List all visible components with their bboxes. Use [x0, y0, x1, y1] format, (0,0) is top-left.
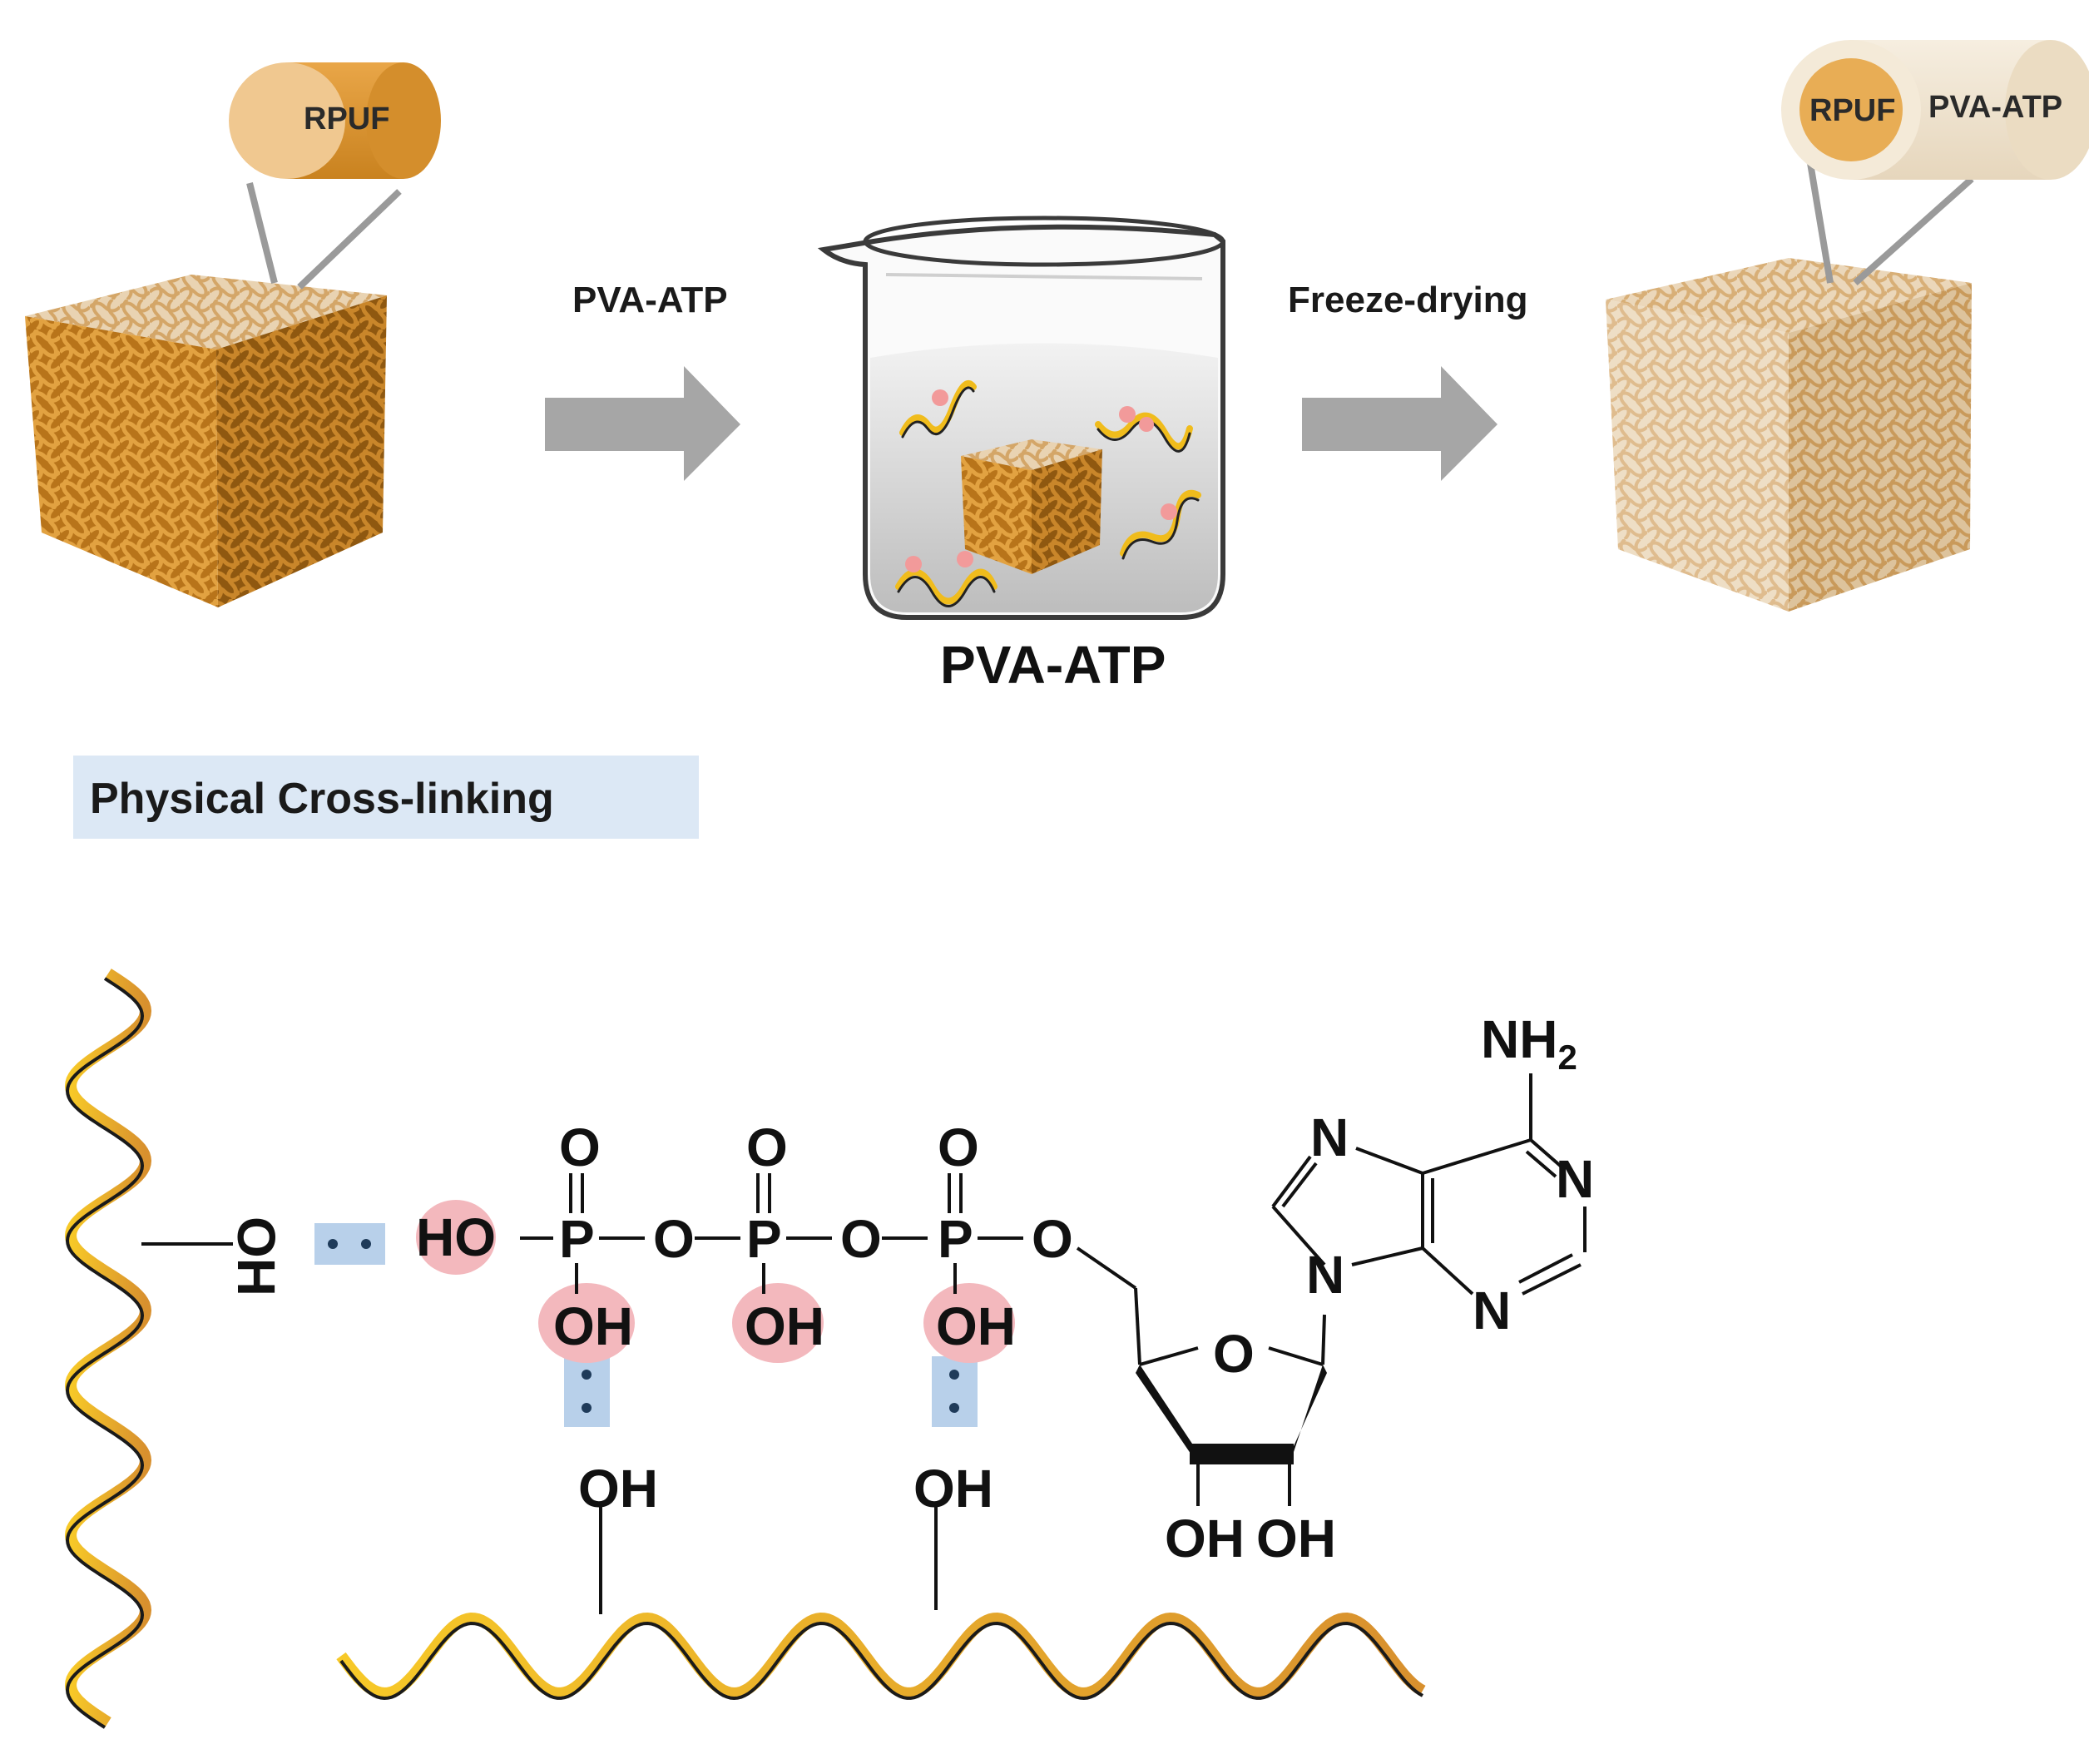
atom-oh-p2: OH — [745, 1296, 824, 1356]
amino-group: NH2 — [1481, 1009, 1577, 1077]
oh-highlight-1 — [416, 1200, 496, 1275]
oh-highlight-3 — [732, 1283, 824, 1363]
atom-oh-p3: OH — [936, 1296, 1016, 1356]
cube-front-face — [25, 316, 218, 607]
oh-highlight-4 — [923, 1283, 1015, 1363]
step-label-freeze-drying: Freeze-drying — [1288, 280, 1528, 320]
atom-p-3: P — [938, 1209, 973, 1269]
hbond-box-3 — [932, 1356, 978, 1427]
atom-o-2: O — [653, 1209, 695, 1269]
atom-n-1: N — [1556, 1149, 1595, 1209]
beaker-caption: PVA-ATP — [940, 635, 1166, 695]
phosphate-bonds — [520, 1173, 1141, 1365]
atom-o-6: O — [1032, 1209, 1073, 1269]
ribose-ring-o: O — [1213, 1324, 1255, 1384]
atom-o-5: O — [938, 1117, 979, 1177]
cube-top-face — [25, 275, 387, 349]
immersed-foam-cube — [961, 439, 1102, 574]
step-label-pva-atp: PVA-ATP — [572, 280, 728, 320]
hbond-box-1 — [314, 1223, 385, 1265]
section-title: Physical Cross-linking — [90, 775, 554, 823]
atom-o-3: O — [746, 1117, 788, 1177]
atom-n-9: N — [1306, 1245, 1345, 1305]
arrow-right-2 — [1302, 366, 1497, 481]
atom-ho: HO — [416, 1207, 496, 1267]
rpuf-foam-cube — [25, 275, 387, 607]
atom-oh-p1: OH — [553, 1296, 633, 1356]
atp-dots — [905, 389, 1177, 572]
atom-p-2: P — [746, 1209, 782, 1269]
arrow-right-1 — [545, 366, 740, 481]
beaker — [817, 216, 1225, 620]
cube-side-face — [216, 295, 387, 607]
pva-chain-horizontal — [336, 1612, 1426, 1701]
adenine-bonds — [1271, 1073, 1587, 1296]
zoom-line-1 — [246, 182, 278, 284]
atom-p-1: P — [559, 1209, 595, 1269]
ribose-ring — [1136, 1314, 1327, 1506]
atom-n-7: N — [1310, 1107, 1349, 1167]
pva-chain-vertical — [64, 969, 152, 1729]
cylinder-label-rpuf: RPUF — [304, 102, 390, 136]
coated-fiber-cylinder — [1781, 40, 2089, 180]
cylinder-label-pva-atp-shell: PVA-ATP — [1928, 90, 2063, 125]
zoom-line-2 — [297, 189, 402, 290]
cylinder-label-rpuf-core: RPUF — [1809, 93, 1896, 128]
coated-foam-cube — [1606, 258, 1972, 612]
ribose-oh-1: OH — [1165, 1509, 1245, 1568]
chain-oh-1: OH — [578, 1459, 658, 1519]
oh-highlight-2 — [538, 1283, 635, 1363]
atom-n-3: N — [1473, 1281, 1512, 1340]
chain-oh-2: OH — [913, 1459, 993, 1519]
atom-o-1: O — [559, 1117, 601, 1177]
ribose-oh-2: OH — [1256, 1509, 1336, 1568]
rpuf-fiber-cylinder — [229, 62, 441, 179]
zoom-line-4 — [1853, 176, 1974, 285]
chain-oh-rotated: OH — [226, 1216, 286, 1296]
atom-o-4: O — [840, 1209, 882, 1269]
hbond-box-2 — [564, 1356, 610, 1427]
section-header: Physical Cross-linking — [73, 756, 699, 839]
